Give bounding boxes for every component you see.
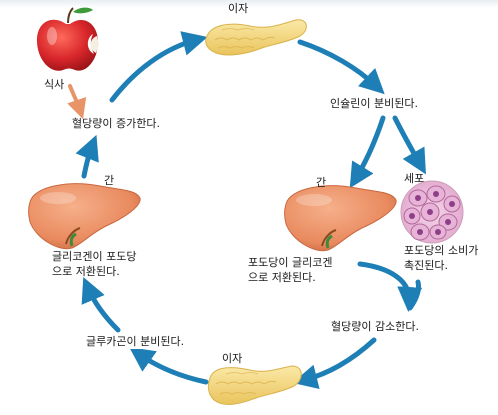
arrow-liver-to-blood-sugar-down: [357, 261, 423, 312]
pancreas-bottom-label: 이자: [222, 352, 243, 365]
top-edge: [0, 0, 498, 8]
arrow-pancreas-to-insulin: [297, 39, 385, 95]
pancreas-icon: [205, 19, 307, 56]
arrow-pancreas-to-glucagon: [129, 347, 209, 385]
glycogen-to-glucose-line2: 으로 저환된다.: [52, 265, 120, 278]
arrow-liver-to-blood-sugar-up: [75, 134, 99, 179]
glucose-to-glycogen-line1: 포도당이 글리코겐: [246, 256, 335, 270]
pancreas-top-label: 이자: [228, 2, 249, 15]
arrow-glucagon-to-liver: [81, 276, 121, 333]
liver-icon: [284, 185, 397, 252]
glucose-use-line1: 포도당의 소비가: [402, 244, 481, 258]
liver-right-label: 간: [316, 176, 327, 189]
apple-icon: [36, 7, 99, 71]
glucose-use-line2: 촉진된다.: [402, 259, 450, 273]
cells-icon: [400, 180, 464, 244]
glucose-to-glycogen-line2: 으로 저환된다.: [246, 271, 318, 285]
arrow-blood-sugar-up-to-pancreas: [109, 31, 208, 103]
arrow-meal-to-blood-sugar: [67, 84, 87, 120]
insulin-secreted-label: 인슐린이 분비된다.: [330, 97, 418, 110]
cells-label: 세포: [404, 172, 425, 185]
arrow-insulin-to-cells: [392, 115, 426, 175]
liver-icon: [28, 183, 141, 250]
blood-sugar-down-label: 혈당량이 감소한다.: [329, 320, 421, 334]
pancreas-icon: [207, 365, 302, 405]
arrow-blood-sugar-down-to-pancreas: [292, 337, 377, 389]
liver-left-label: 간: [104, 174, 115, 187]
glucagon-secreted-label: 글루카곤이 분비된다.: [84, 335, 187, 349]
arrow-cells-to-blood-sugar-down: [407, 279, 421, 311]
meal-label: 식사: [44, 78, 65, 91]
blood-sugar-up-label: 혈당량이 증가한다.: [72, 117, 160, 130]
glycogen-to-glucose-line1: 글리코겐이 포도당: [52, 250, 137, 263]
arrow-insulin-to-liver: [349, 115, 386, 189]
